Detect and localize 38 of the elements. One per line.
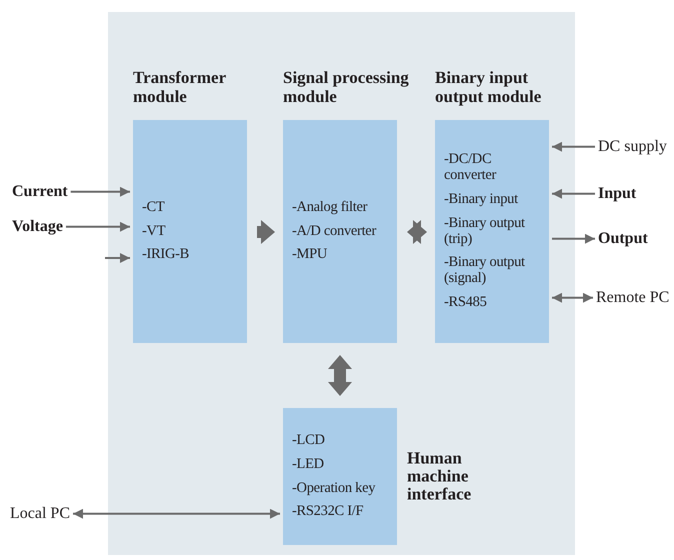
module-heading: Human machine interface xyxy=(407,448,472,504)
arrow xyxy=(552,142,595,152)
module-item: -RS232C I/F xyxy=(292,504,364,520)
arrow xyxy=(70,186,130,197)
module-item: -LED xyxy=(292,456,325,472)
terminal-label: Output xyxy=(598,230,648,248)
terminal-label: Input xyxy=(598,185,636,203)
arrow xyxy=(552,234,595,244)
arrow xyxy=(73,508,280,519)
module-item: -Binary output (signal) xyxy=(444,255,526,288)
terminal-label: DC supply xyxy=(598,138,667,156)
block-arrow xyxy=(257,220,275,244)
module-heading: Binary input output module xyxy=(435,69,542,106)
module-item: -Binary input xyxy=(444,192,519,208)
terminal-label: Voltage xyxy=(12,218,63,236)
module-item: -Analog filter xyxy=(292,200,368,216)
arrow xyxy=(552,188,595,199)
terminal-label: Current xyxy=(12,183,68,201)
terminal-label: Remote PC xyxy=(596,289,670,307)
terminal-label: Local PC xyxy=(10,505,70,523)
module-item: -VT xyxy=(142,224,166,240)
module-heading: Transformer module xyxy=(133,69,227,106)
module-item: -RS485 xyxy=(444,295,488,312)
block-arrow xyxy=(328,355,352,396)
module-item: -CT xyxy=(142,200,166,216)
module-item: -Binary output (trip) xyxy=(444,216,526,248)
module-item: -Operation key xyxy=(292,480,376,496)
arrow xyxy=(66,222,130,232)
module-item: -MPU xyxy=(292,247,328,264)
module-item: -A/D converter xyxy=(292,224,378,240)
block-arrow xyxy=(407,220,427,244)
module-item: -DC/DC converter xyxy=(444,152,498,184)
module-item: -LCD xyxy=(292,432,326,449)
module-heading: Signal processing module xyxy=(283,69,410,106)
arrow xyxy=(552,292,593,303)
arrow xyxy=(105,253,130,263)
panel-background xyxy=(108,12,575,555)
module-item: -IRIG-B xyxy=(142,247,190,264)
